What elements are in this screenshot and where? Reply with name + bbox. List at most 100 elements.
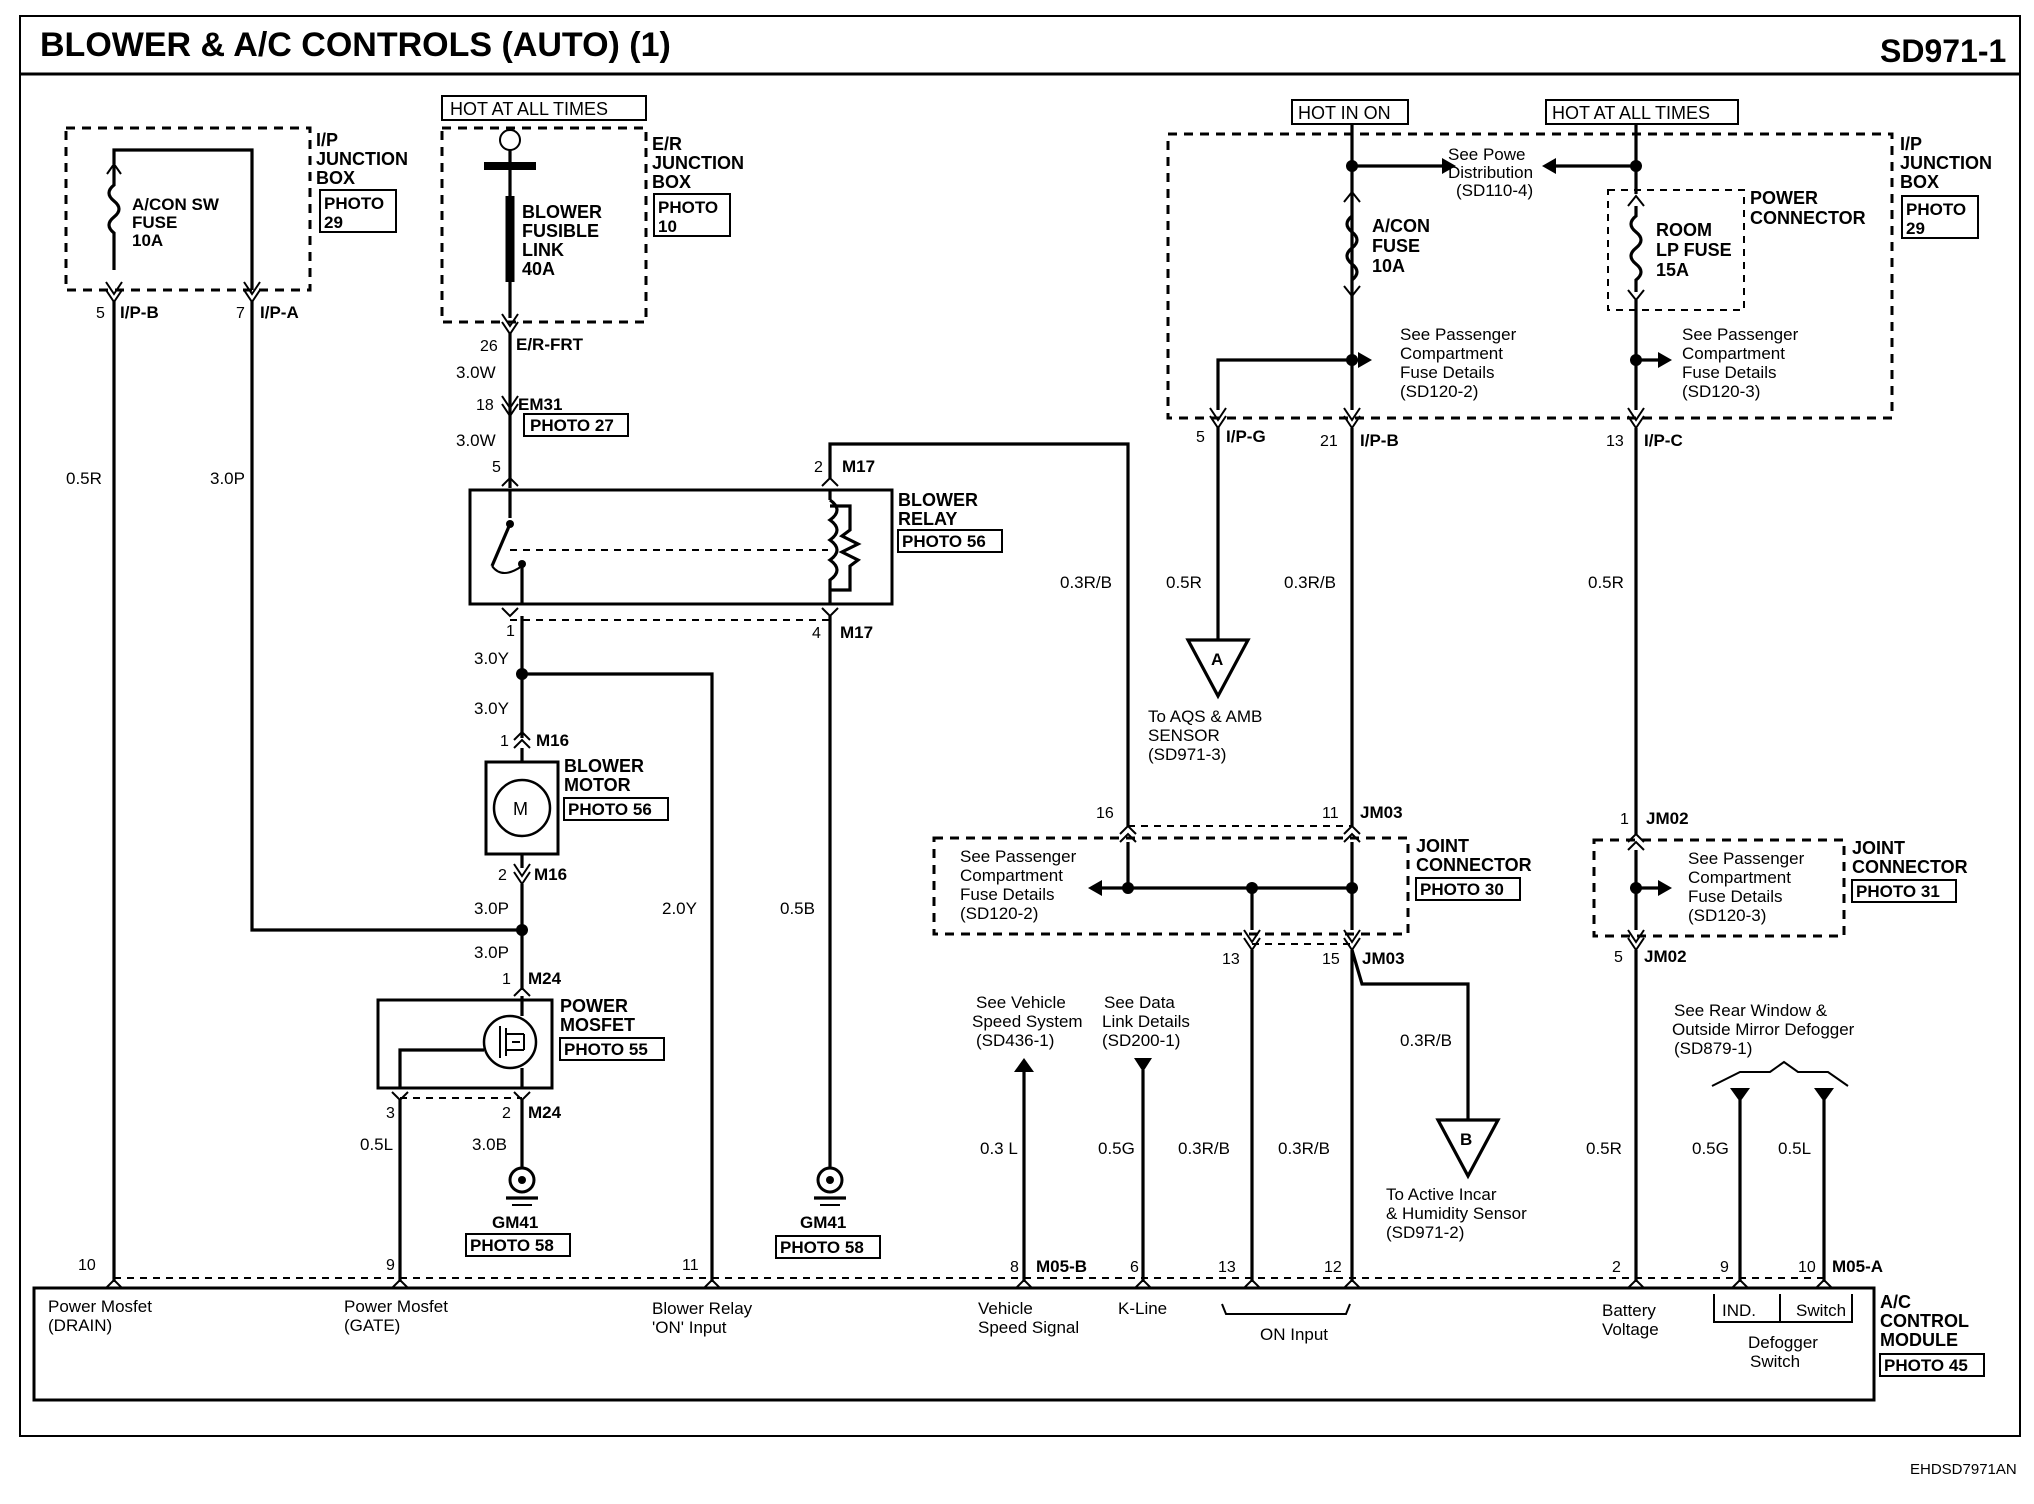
hot-in-on: HOT IN ON: [1298, 103, 1391, 123]
ground-name: GM41: [492, 1213, 538, 1232]
ac-control-module: Power Mosfet (DRAIN) Power Mosfet (GATE)…: [32, 1286, 1985, 1402]
label-drain-1: Power Mosfet: [48, 1297, 152, 1316]
module-pin-6-kline: 6: [1130, 1259, 1139, 1276]
conn-em31: EM31: [518, 395, 562, 414]
fuse-details-2-2: Compartment: [1682, 344, 1785, 363]
conn-m24-top: M24: [528, 969, 562, 988]
ip-box-left-name-1: I/P: [316, 130, 338, 150]
ground-name: GM41: [800, 1213, 846, 1232]
pin-5-jm02: 5: [1614, 949, 1623, 966]
wire-label: 3.0P: [474, 899, 509, 918]
wire-0.3R/B-incar: [1350, 949, 1470, 1120]
diagram-frame: [19, 15, 2021, 1437]
ref-vehicle-speed-2: Speed System: [972, 1012, 1083, 1031]
ref-b-text-1: To Active Incar: [1386, 1185, 1497, 1204]
ip-box-left-photo-1: PHOTO: [324, 194, 384, 213]
jm02-fuse-details-3: Fuse Details: [1688, 887, 1782, 906]
power-mosfet-name-2: MOSFET: [560, 1015, 635, 1035]
er-box-photo-1: PHOTO: [658, 198, 718, 217]
pin-1-jm02: 1: [1620, 811, 1629, 828]
room-fuse-2: LP FUSE: [1656, 240, 1732, 260]
module-pin-9-gate: 9: [386, 1257, 395, 1274]
connector-symbols-module: [105, 1278, 1833, 1289]
ground-photo: PHOTO 58: [470, 1236, 554, 1255]
label-speed-2: Speed Signal: [978, 1318, 1079, 1337]
wire-label: 3.0Y: [474, 649, 509, 668]
jm02-fuse-details-1: See Passenger: [1688, 849, 1805, 868]
fuse-details-1-2: Compartment: [1400, 344, 1503, 363]
ip-box-left-name-2: JUNCTION: [316, 149, 408, 169]
wire-label: 0.5R: [1586, 1139, 1622, 1158]
fuse-details-1-1: See Passenger: [1400, 325, 1517, 344]
module-pin-13-on: 13: [1218, 1259, 1236, 1276]
joint-connector-jm02: See Passenger Compartment Fuse Details (…: [1592, 838, 1968, 938]
power-dist-2: Distribution: [1448, 163, 1533, 182]
pin-3-mosfet: 3: [386, 1105, 395, 1122]
blower-fusible-link-2: FUSIBLE: [522, 221, 599, 241]
acon-fuse-3: 10A: [1372, 256, 1405, 276]
pin-2-m16: 2: [498, 867, 507, 884]
label-drain-2: (DRAIN): [48, 1316, 112, 1335]
wire-label: 0.5R: [1588, 573, 1624, 592]
connector-symbol: [1627, 929, 1645, 952]
wire-label: 3.0B: [472, 1135, 507, 1154]
acon-fuse-1: A/CON: [1372, 216, 1430, 236]
wire-label: 0.5L: [360, 1135, 393, 1154]
ip-box-right-name-2: JUNCTION: [1900, 153, 1992, 173]
hot-at-all-times-right: HOT AT ALL TIMES: [1552, 103, 1710, 123]
label-defogger-2: Switch: [1750, 1352, 1800, 1371]
acon-sw-fuse-2: FUSE: [132, 213, 177, 232]
pin-2-m24: 2: [502, 1105, 511, 1122]
module-pin-11-relay: 11: [682, 1257, 699, 1274]
label-speed-1: Vehicle: [978, 1299, 1033, 1318]
connector-symbol: [1119, 824, 1137, 843]
label-relay-1: Blower Relay: [652, 1299, 753, 1318]
pin-26: 26: [480, 338, 498, 355]
module-pin-2-battery: 2: [1612, 1259, 1621, 1276]
ref-data-link-3: (SD200-1): [1102, 1031, 1180, 1050]
fuse-details-2-1: See Passenger: [1682, 325, 1799, 344]
label-battery-2: Voltage: [1602, 1320, 1659, 1339]
jm02-fuse-details-4: (SD120-3): [1688, 906, 1766, 925]
blower-motor-name-2: MOTOR: [564, 775, 631, 795]
pin-18: 18: [476, 397, 494, 414]
sensor-ref-b: B To Active Incar & Humidity Sensor (SD9…: [1386, 1118, 1527, 1242]
photo-27: PHOTO 27: [530, 416, 614, 435]
ref-data-link-2: Link Details: [1102, 1012, 1190, 1031]
blower-relay-name-1: BLOWER: [898, 490, 978, 510]
conn-m17-bot: M17: [840, 623, 873, 642]
wire-label: 0.5L: [1778, 1139, 1811, 1158]
pin-13-jm03: 13: [1222, 951, 1240, 968]
pin-5: 5: [96, 305, 105, 322]
wire-label: 3.0P: [474, 943, 509, 962]
conn-jm03-top: JM03: [1360, 803, 1403, 822]
connector-symbol: [1627, 832, 1645, 851]
wire-label: 0.3R/B: [1400, 1031, 1452, 1050]
ground-photo: PHOTO 58: [780, 1238, 864, 1257]
blower-relay-photo: PHOTO 56: [902, 532, 986, 551]
ref-a-text-3: (SD971-3): [1148, 745, 1226, 764]
module-pin-12-on: 12: [1324, 1259, 1342, 1276]
wire-label: 2.0Y: [662, 899, 697, 918]
label-switch: Switch: [1796, 1301, 1846, 1320]
conn-ip-a: I/P-A: [260, 303, 299, 322]
blower-fusible-link-4: 40A: [522, 259, 555, 279]
power-mosfet-name-1: POWER: [560, 996, 628, 1016]
ref-data-link-1: See Data: [1104, 993, 1175, 1012]
jm03-fuse-details-1: See Passenger: [960, 847, 1077, 866]
fuse-details-2-4: (SD120-3): [1682, 382, 1760, 401]
conn-m17-top: M17: [842, 457, 875, 476]
conn-m16-top: M16: [536, 731, 569, 750]
jm03-fuse-details-4: (SD120-2): [960, 904, 1038, 923]
conn-m24-bot: M24: [528, 1103, 562, 1122]
blower-motor-name-1: BLOWER: [564, 756, 644, 776]
ip-junction-box-left: I/P JUNCTION BOX PHOTO 29 A/CON SW FUSE …: [64, 126, 408, 292]
er-box-photo-2: 10: [658, 217, 677, 236]
power-connector-1: POWER: [1750, 188, 1818, 208]
pin-2-m17: 2: [814, 459, 823, 476]
module-name-1: A/C: [1880, 1292, 1911, 1312]
ip-box-right-photo-1: PHOTO: [1906, 200, 1966, 219]
pin-16: 16: [1096, 805, 1114, 822]
ref-a-label: A: [1211, 650, 1223, 669]
